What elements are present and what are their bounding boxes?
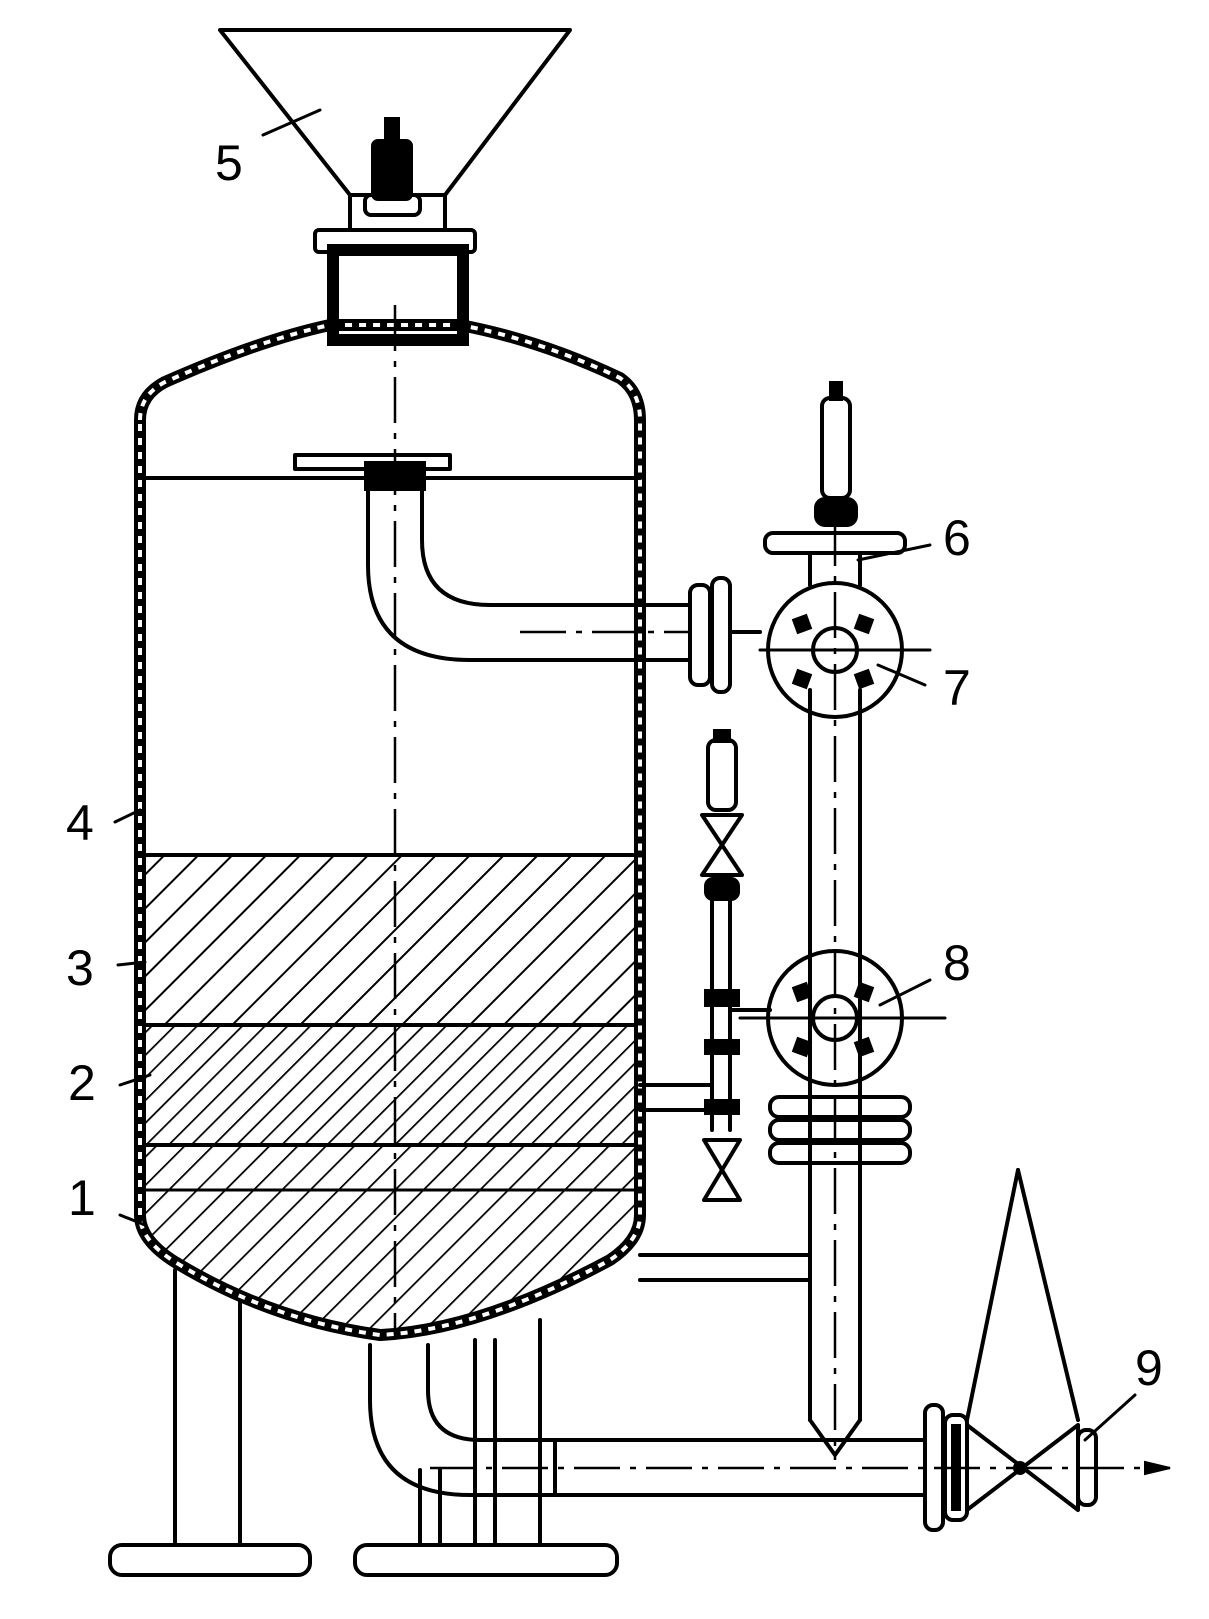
callout-2: 2 xyxy=(68,1055,96,1111)
hopper-cone xyxy=(218,28,572,197)
hopper-assembly xyxy=(218,28,572,346)
filter-layer-1 xyxy=(140,1145,640,1335)
sight-gauge xyxy=(638,729,772,1202)
vessel-supports xyxy=(108,1268,619,1577)
lower-flange xyxy=(768,1095,912,1165)
valve-9 xyxy=(965,1168,1171,1512)
valve-8 xyxy=(738,949,947,1087)
valve-7 xyxy=(758,581,932,719)
top-valve xyxy=(763,381,907,587)
callout-9: 9 xyxy=(1135,1340,1163,1396)
filter-layer-2 xyxy=(140,1025,640,1145)
foot-left xyxy=(108,1543,312,1577)
foot-right xyxy=(353,1543,619,1577)
filter-media xyxy=(140,853,640,1335)
outlet-flange xyxy=(923,1403,969,1532)
callout-1: 1 xyxy=(68,1170,96,1226)
callout-8: 8 xyxy=(943,935,971,991)
callout-4: 4 xyxy=(66,795,94,851)
bottom-outlet xyxy=(368,1343,1170,1497)
leader-lines xyxy=(113,108,1137,1442)
upper-flange xyxy=(688,576,762,694)
callout-3: 3 xyxy=(66,940,94,996)
distributor-pipe xyxy=(293,453,692,662)
callout-5: 5 xyxy=(215,135,243,191)
callout-6: 6 xyxy=(943,510,971,566)
callouts: 1 2 3 4 5 6 7 8 9 xyxy=(66,135,1163,1396)
callout-7: 7 xyxy=(943,660,971,716)
filter-layer-3 xyxy=(140,855,640,1025)
riser-connector xyxy=(638,1253,812,1282)
